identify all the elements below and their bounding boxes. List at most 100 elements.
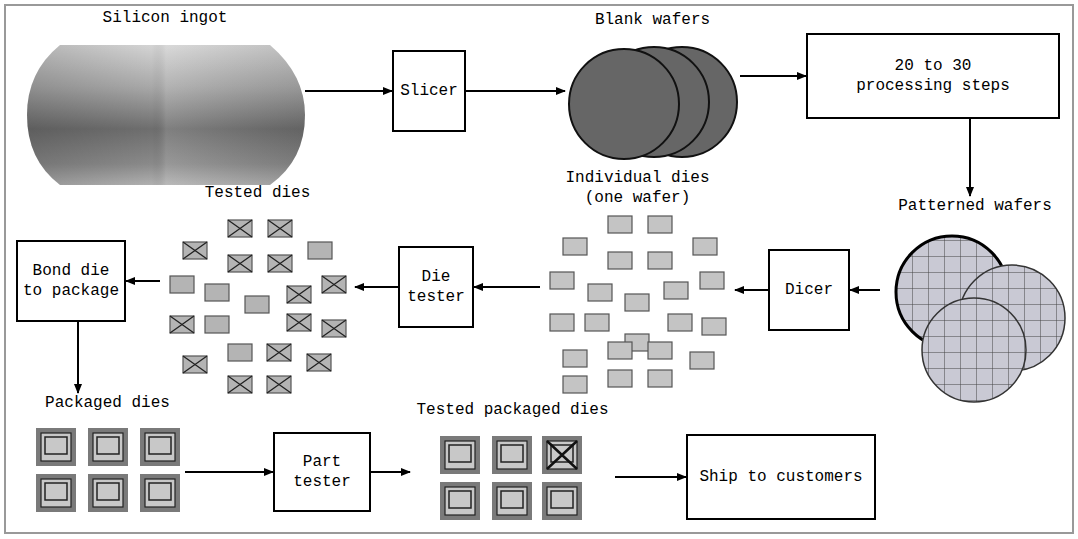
tested-die (170, 276, 194, 293)
silicon-ingot (27, 45, 305, 185)
tested-die (267, 376, 291, 393)
package (542, 436, 582, 474)
die (608, 216, 632, 233)
frame (5, 5, 1073, 533)
package (88, 474, 128, 512)
flow-arrow (615, 476, 686, 478)
die (585, 314, 609, 331)
ingot-group: Silicon ingot (25, 8, 305, 188)
blank-wafers (569, 47, 737, 159)
die (563, 376, 587, 393)
tested-die (267, 344, 291, 361)
patterned-wafers (896, 236, 1065, 402)
tested-die (228, 344, 252, 361)
process-box: 20 to 30 processing steps (806, 33, 1060, 119)
die (702, 318, 726, 335)
wafer-group: Blank wafers (565, 10, 740, 162)
flow-arrow (371, 471, 410, 473)
die (550, 272, 574, 289)
tested-die (322, 320, 346, 337)
die (664, 282, 688, 299)
box-label: Die tester (404, 267, 468, 307)
packaged-dies (36, 428, 180, 512)
tested-die (228, 376, 252, 393)
package (492, 436, 532, 474)
package-group: Packaged dies (30, 393, 185, 515)
package (440, 482, 480, 520)
tested-die (183, 242, 207, 259)
flow-arrow (735, 289, 768, 291)
box-label: Slicer (400, 81, 458, 101)
die (608, 370, 632, 387)
tested-die (322, 276, 346, 293)
flow-arrow (355, 286, 398, 288)
process-box: Part tester (273, 432, 371, 512)
flow-arrow (850, 289, 880, 291)
process-box: Slicer (392, 50, 466, 132)
group-heading: Packaged dies (33, 393, 183, 413)
die (550, 314, 574, 331)
tested-die (228, 255, 252, 272)
tested-die (307, 354, 331, 371)
flow-arrow (305, 90, 392, 92)
box-label: 20 to 30 processing steps (848, 56, 1018, 96)
group-heading: Silicon ingot (35, 8, 295, 28)
process-box: Die tester (398, 246, 474, 328)
tested-die (183, 356, 207, 373)
tested-die (245, 296, 269, 313)
flow-arrow (740, 75, 806, 77)
box-label: Dicer (785, 280, 833, 300)
die (648, 342, 672, 359)
die (700, 272, 724, 289)
group-heading: Individual dies (one wafer) (558, 168, 718, 208)
flow-arrow (126, 280, 160, 282)
die (563, 350, 587, 367)
tested-die (205, 284, 229, 301)
group-heading: Patterned wafers (883, 196, 1068, 216)
package (140, 474, 180, 512)
tested-die (228, 220, 252, 237)
package (36, 474, 76, 512)
die (693, 238, 717, 255)
tested-die (287, 286, 311, 303)
box-label: Ship to customers (699, 467, 862, 487)
die (648, 252, 672, 269)
box-label: Part tester (279, 452, 365, 492)
die (625, 294, 649, 311)
process-box: Ship to customers (686, 434, 876, 520)
individual-dies (550, 216, 726, 393)
die (608, 252, 632, 269)
package (140, 428, 180, 466)
tested-dies (170, 220, 346, 393)
package (88, 428, 128, 466)
process-box: Dicer (768, 249, 850, 331)
package-group: Tested packaged dies (410, 400, 615, 523)
tested-die (170, 316, 194, 333)
die (648, 370, 672, 387)
tested-die (287, 314, 311, 331)
flow-arrow (185, 471, 273, 473)
tested-die (268, 220, 292, 237)
package (492, 482, 532, 520)
die (608, 342, 632, 359)
flow-arrow (77, 322, 79, 393)
box-label: Bond die to package (22, 261, 120, 301)
tested-die (205, 316, 229, 333)
die (668, 314, 692, 331)
die-group: Individual dies (one wafer) (540, 168, 735, 398)
flow-arrow (474, 286, 540, 288)
group-heading: Blank wafers (568, 10, 738, 30)
die (588, 284, 612, 301)
package (36, 428, 76, 466)
die-group: Tested dies (160, 183, 355, 398)
flow-arrow (466, 90, 565, 92)
tested-packaged-dies (440, 436, 582, 520)
die (648, 216, 672, 233)
package (440, 436, 480, 474)
flow-arrow (969, 119, 971, 196)
die (690, 352, 714, 369)
group-heading: Tested packaged dies (410, 400, 615, 420)
wafer-group: Patterned wafers (880, 196, 1070, 402)
package (542, 482, 582, 520)
tested-die (308, 242, 332, 259)
